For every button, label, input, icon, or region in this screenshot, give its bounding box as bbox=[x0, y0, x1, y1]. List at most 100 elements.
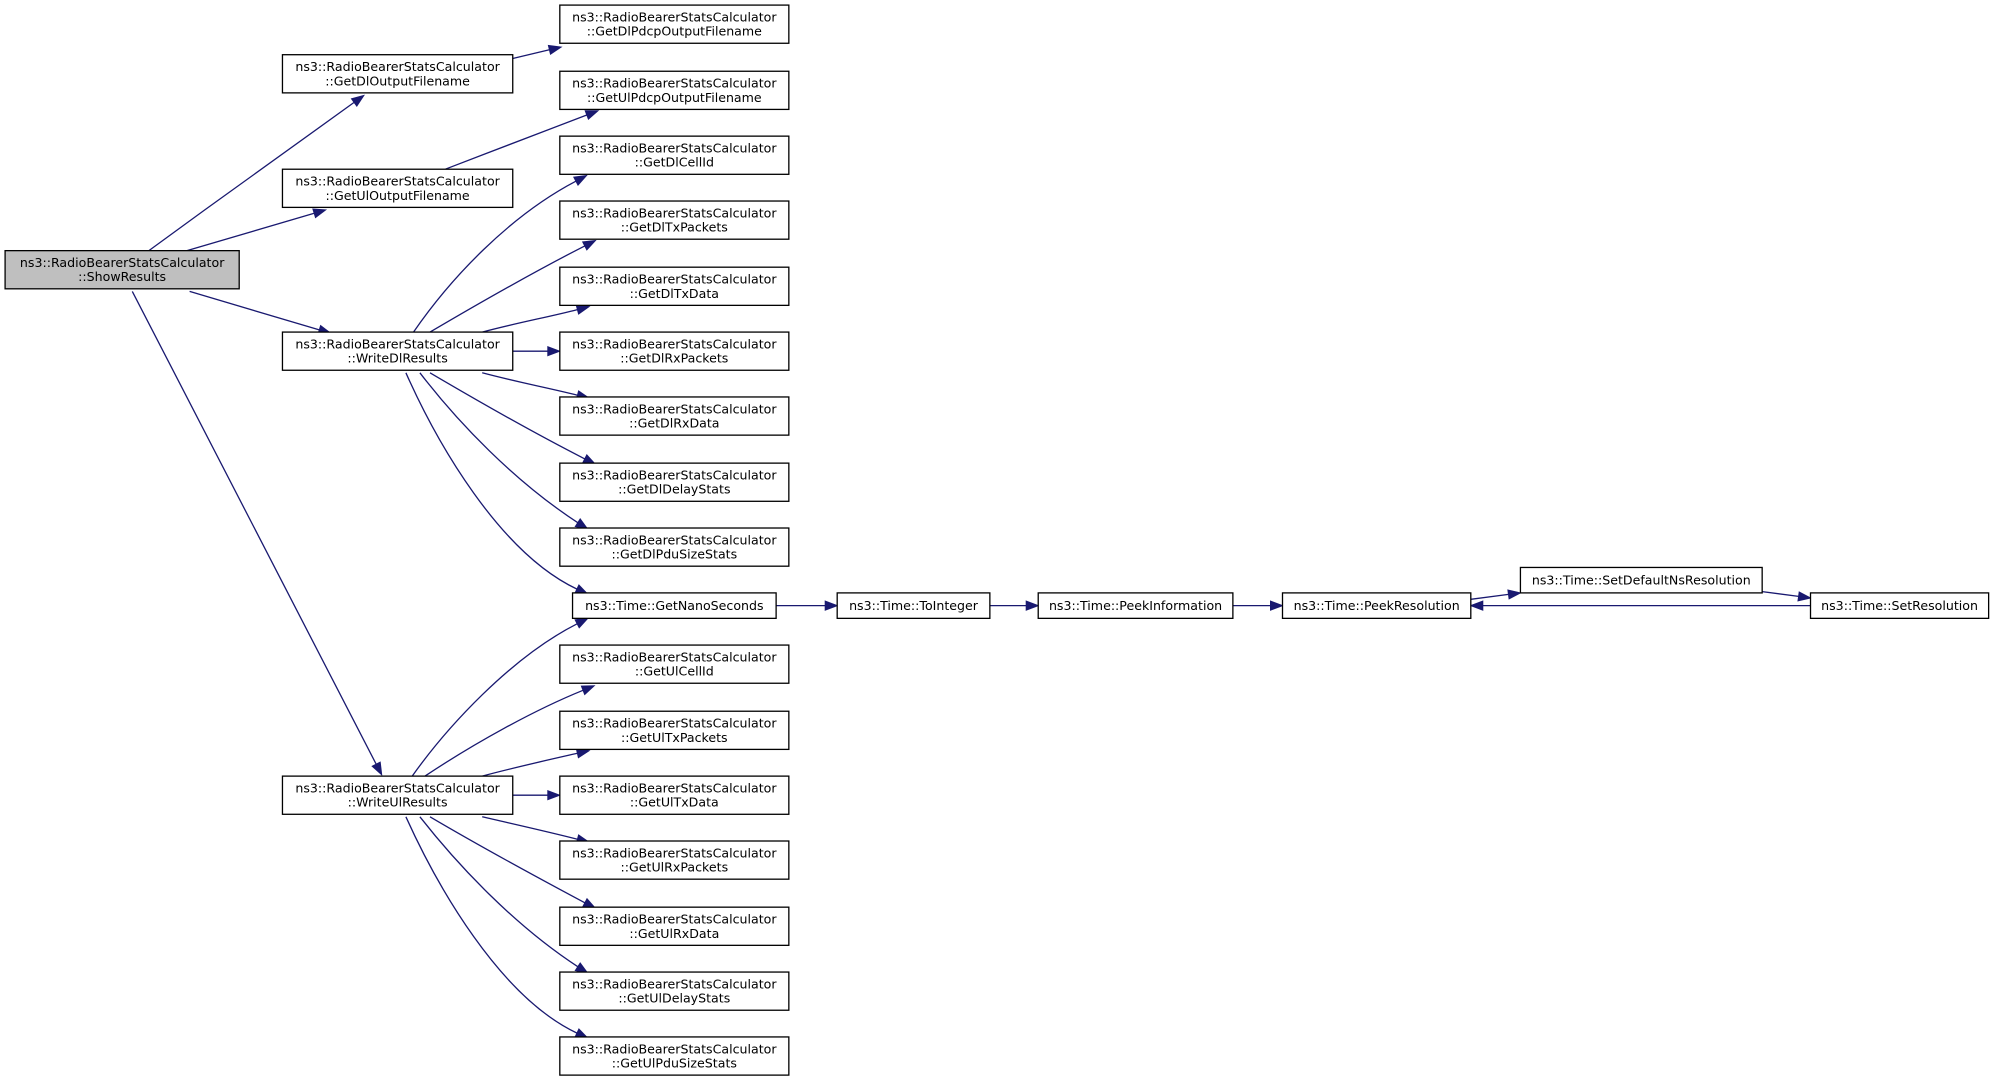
node-ulRxD[interactable]: ns3::RadioBearerStatsCalculator::GetUlRx… bbox=[559, 906, 790, 946]
edge-line bbox=[424, 689, 584, 777]
node-show[interactable]: ns3::RadioBearerStatsCalculator::ShowRes… bbox=[4, 249, 240, 290]
node-ulRxP[interactable]: ns3::RadioBearerStatsCalculator::GetUlRx… bbox=[559, 840, 790, 880]
node-box bbox=[559, 4, 790, 44]
node-writeDl[interactable]: ns3::RadioBearerStatsCalculator::WriteDl… bbox=[281, 331, 514, 371]
node-label: ns3::RadioBearerStatsCalculator bbox=[572, 716, 777, 731]
node-dlTxD[interactable]: ns3::RadioBearerStatsCalculator::GetDlTx… bbox=[559, 266, 790, 307]
node-box bbox=[559, 396, 790, 436]
node-dlPdu[interactable]: ns3::RadioBearerStatsCalculator::GetDlPd… bbox=[559, 527, 790, 567]
edge-writeUl-to-nano bbox=[411, 617, 590, 777]
node-writeUl[interactable]: ns3::RadioBearerStatsCalculator::WriteUl… bbox=[281, 775, 514, 815]
node-label: ns3::RadioBearerStatsCalculator bbox=[572, 845, 777, 860]
node-label: ::GetDlDelayStats bbox=[618, 482, 730, 497]
node-peekInfo[interactable]: ns3::Time::PeekInformation bbox=[1037, 592, 1234, 619]
node-dlRxP[interactable]: ns3::RadioBearerStatsCalculator::GetDlRx… bbox=[559, 331, 790, 371]
edge-setRes-to-peekRes bbox=[1469, 600, 1811, 611]
node-label: ns3::Time::GetNanoSeconds bbox=[585, 598, 764, 613]
arrowhead-icon bbox=[1507, 589, 1522, 600]
node-setRes[interactable]: ns3::Time::SetResolution bbox=[1809, 592, 1990, 619]
edge-line bbox=[186, 212, 315, 252]
node-box bbox=[559, 200, 790, 240]
edge-ulOut-to-ulPdcp bbox=[445, 110, 600, 170]
edge-writeUl-to-ulCell bbox=[424, 685, 596, 777]
node-box bbox=[281, 775, 514, 815]
edge-dlOut-to-dlPdcp bbox=[512, 44, 563, 60]
node-peekRes[interactable]: ns3::Time::PeekResolution bbox=[1281, 592, 1472, 619]
arrowhead-icon bbox=[575, 748, 591, 759]
node-label: ns3::RadioBearerStatsCalculator bbox=[572, 336, 777, 351]
node-ulOut[interactable]: ns3::RadioBearerStatsCalculator::GetUlOu… bbox=[281, 168, 514, 209]
call-edges bbox=[131, 44, 1812, 1039]
node-label: ns3::RadioBearerStatsCalculator bbox=[295, 59, 500, 74]
edge-line bbox=[482, 308, 578, 333]
node-label: ::WriteDlResults bbox=[347, 351, 447, 366]
node-box bbox=[559, 266, 790, 307]
edge-line bbox=[1762, 590, 1799, 598]
node-label: ns3::RadioBearerStatsCalculator bbox=[572, 76, 777, 91]
edge-writeUl-to-ulRxP bbox=[482, 816, 591, 845]
edge-writeDl-to-dlRxD bbox=[482, 372, 591, 401]
node-ulDelay[interactable]: ns3::RadioBearerStatsCalculator::GetUlDe… bbox=[559, 971, 790, 1011]
arrowhead-icon bbox=[584, 110, 600, 121]
node-label: ::GetUlRxData bbox=[629, 926, 719, 941]
node-dlRxD[interactable]: ns3::RadioBearerStatsCalculator::GetDlRx… bbox=[559, 396, 790, 436]
node-ulTxD[interactable]: ns3::RadioBearerStatsCalculator::GetUlTx… bbox=[559, 775, 790, 815]
node-ulPdcp[interactable]: ns3::RadioBearerStatsCalculator::GetUlPd… bbox=[559, 70, 790, 111]
node-ulTxP[interactable]: ns3::RadioBearerStatsCalculator::GetUlTx… bbox=[559, 710, 790, 751]
edge-writeDl-to-dlTxP bbox=[429, 239, 597, 333]
node-label: ns3::RadioBearerStatsCalculator bbox=[572, 401, 777, 416]
edge-show-to-writeDl bbox=[189, 290, 333, 335]
edge-show-to-dlOut bbox=[148, 94, 366, 252]
node-dlTxP[interactable]: ns3::RadioBearerStatsCalculator::GetDlTx… bbox=[559, 200, 790, 240]
edge-toInt-to-peekInfo bbox=[989, 600, 1040, 611]
node-dlPdcp[interactable]: ns3::RadioBearerStatsCalculator::GetDlPd… bbox=[559, 4, 790, 44]
edge-show-to-ulOut bbox=[186, 208, 328, 252]
arrowhead-icon bbox=[580, 685, 596, 696]
node-ulCell[interactable]: ns3::RadioBearerStatsCalculator::GetUlCe… bbox=[559, 644, 790, 684]
edge-line bbox=[412, 180, 577, 333]
arrowhead-icon bbox=[547, 44, 563, 56]
node-label: ns3::RadioBearerStatsCalculator bbox=[295, 336, 500, 351]
node-setDef[interactable]: ns3::Time::SetDefaultNsResolution bbox=[1519, 566, 1763, 594]
node-dlCell[interactable]: ns3::RadioBearerStatsCalculator::GetDlCe… bbox=[559, 135, 790, 175]
edge-line bbox=[482, 752, 578, 777]
node-box bbox=[1519, 566, 1763, 594]
arrowhead-icon bbox=[371, 761, 383, 777]
node-box bbox=[559, 971, 790, 1011]
edge-show-to-writeUl bbox=[131, 291, 383, 777]
node-box bbox=[559, 462, 790, 502]
edge-line bbox=[419, 372, 579, 524]
edge-writeDl-to-dlRxP bbox=[512, 345, 562, 357]
node-label: ::GetUlCellId bbox=[635, 664, 714, 679]
arrowhead-icon bbox=[824, 600, 839, 611]
node-label: ns3::RadioBearerStatsCalculator bbox=[572, 781, 777, 796]
node-label: ns3::RadioBearerStatsCalculator bbox=[572, 1041, 777, 1056]
node-nano[interactable]: ns3::Time::GetNanoSeconds bbox=[571, 592, 777, 619]
node-label: ns3::Time::SetResolution bbox=[1821, 598, 1978, 613]
node-dlOut[interactable]: ns3::RadioBearerStatsCalculator::GetDlOu… bbox=[281, 54, 514, 94]
node-label: ::GetUlOutputFilename bbox=[326, 188, 470, 203]
node-dlDelay[interactable]: ns3::RadioBearerStatsCalculator::GetDlDe… bbox=[559, 462, 790, 502]
node-box bbox=[559, 906, 790, 946]
edge-setDef-to-setRes bbox=[1762, 590, 1812, 602]
node-label: ::GetDlTxData bbox=[630, 286, 719, 301]
arrowhead-icon bbox=[581, 239, 597, 251]
node-label: ::GetDlPdcpOutputFilename bbox=[587, 24, 762, 39]
node-toInt[interactable]: ns3::Time::ToInteger bbox=[836, 592, 991, 619]
edge-writeUl-to-ulTxP bbox=[482, 748, 591, 777]
edge-peekInfo-to-peekRes bbox=[1232, 600, 1284, 611]
node-label: ::GetDlRxData bbox=[629, 416, 719, 431]
arrowhead-icon bbox=[547, 345, 562, 357]
node-ulPdu[interactable]: ns3::RadioBearerStatsCalculator::GetUlPd… bbox=[559, 1036, 790, 1076]
edge-writeDl-to-dlPdu bbox=[419, 372, 589, 531]
node-box bbox=[836, 592, 991, 619]
edge-line bbox=[482, 372, 578, 396]
node-label: ::GetDlTxPackets bbox=[621, 220, 728, 235]
node-label: ns3::Time::PeekResolution bbox=[1294, 598, 1460, 613]
node-box bbox=[1809, 592, 1990, 619]
node-label: ::GetDlOutputFilename bbox=[325, 73, 470, 88]
node-label: ::GetUlTxData bbox=[630, 795, 719, 810]
edge-line bbox=[429, 245, 586, 333]
edge-writeDl-to-dlTxD bbox=[482, 304, 591, 333]
